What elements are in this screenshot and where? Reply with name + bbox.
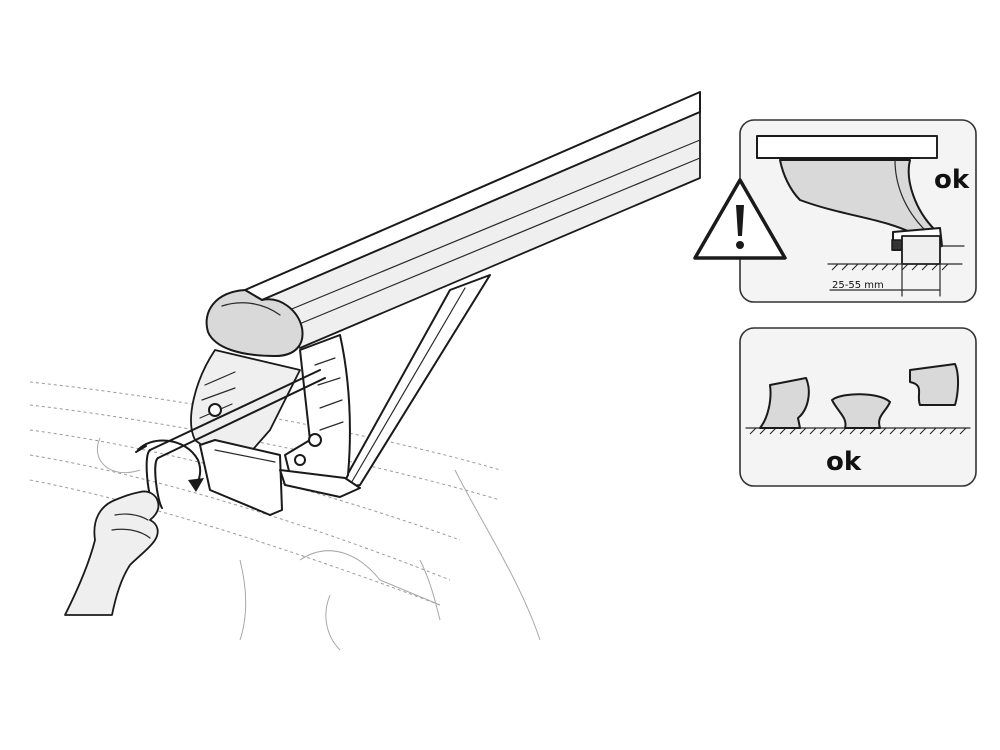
ground-hatching — [749, 427, 967, 435]
fit-check-panel: 25-55 mm ok — [739, 119, 977, 303]
ok-label: ok — [934, 165, 970, 195]
foot-pad — [279, 469, 361, 498]
hand-illustration — [64, 490, 160, 616]
warning-triangle-icon — [693, 178, 787, 260]
rear-strut — [339, 274, 491, 489]
rotate-arrow-icon — [135, 439, 204, 492]
dimension-label: 25-55 mm — [832, 280, 884, 291]
bolt-head — [294, 454, 306, 466]
rail-profile-elevated — [909, 363, 959, 406]
bar-end-cap — [205, 289, 304, 357]
rail-types-panel: ok — [739, 327, 977, 487]
roof-bar — [244, 91, 701, 349]
bolt-head — [208, 403, 222, 417]
rail-profile-raised — [759, 377, 810, 429]
ground-hatching — [831, 263, 949, 271]
ok-label: ok — [826, 447, 862, 477]
panel-bar — [756, 135, 938, 159]
panel-rail — [901, 235, 941, 265]
bolt-head — [308, 433, 322, 447]
rail-profile-flush — [831, 393, 891, 429]
clamp-bracket — [199, 439, 283, 516]
roof-bar-foot — [190, 334, 361, 516]
